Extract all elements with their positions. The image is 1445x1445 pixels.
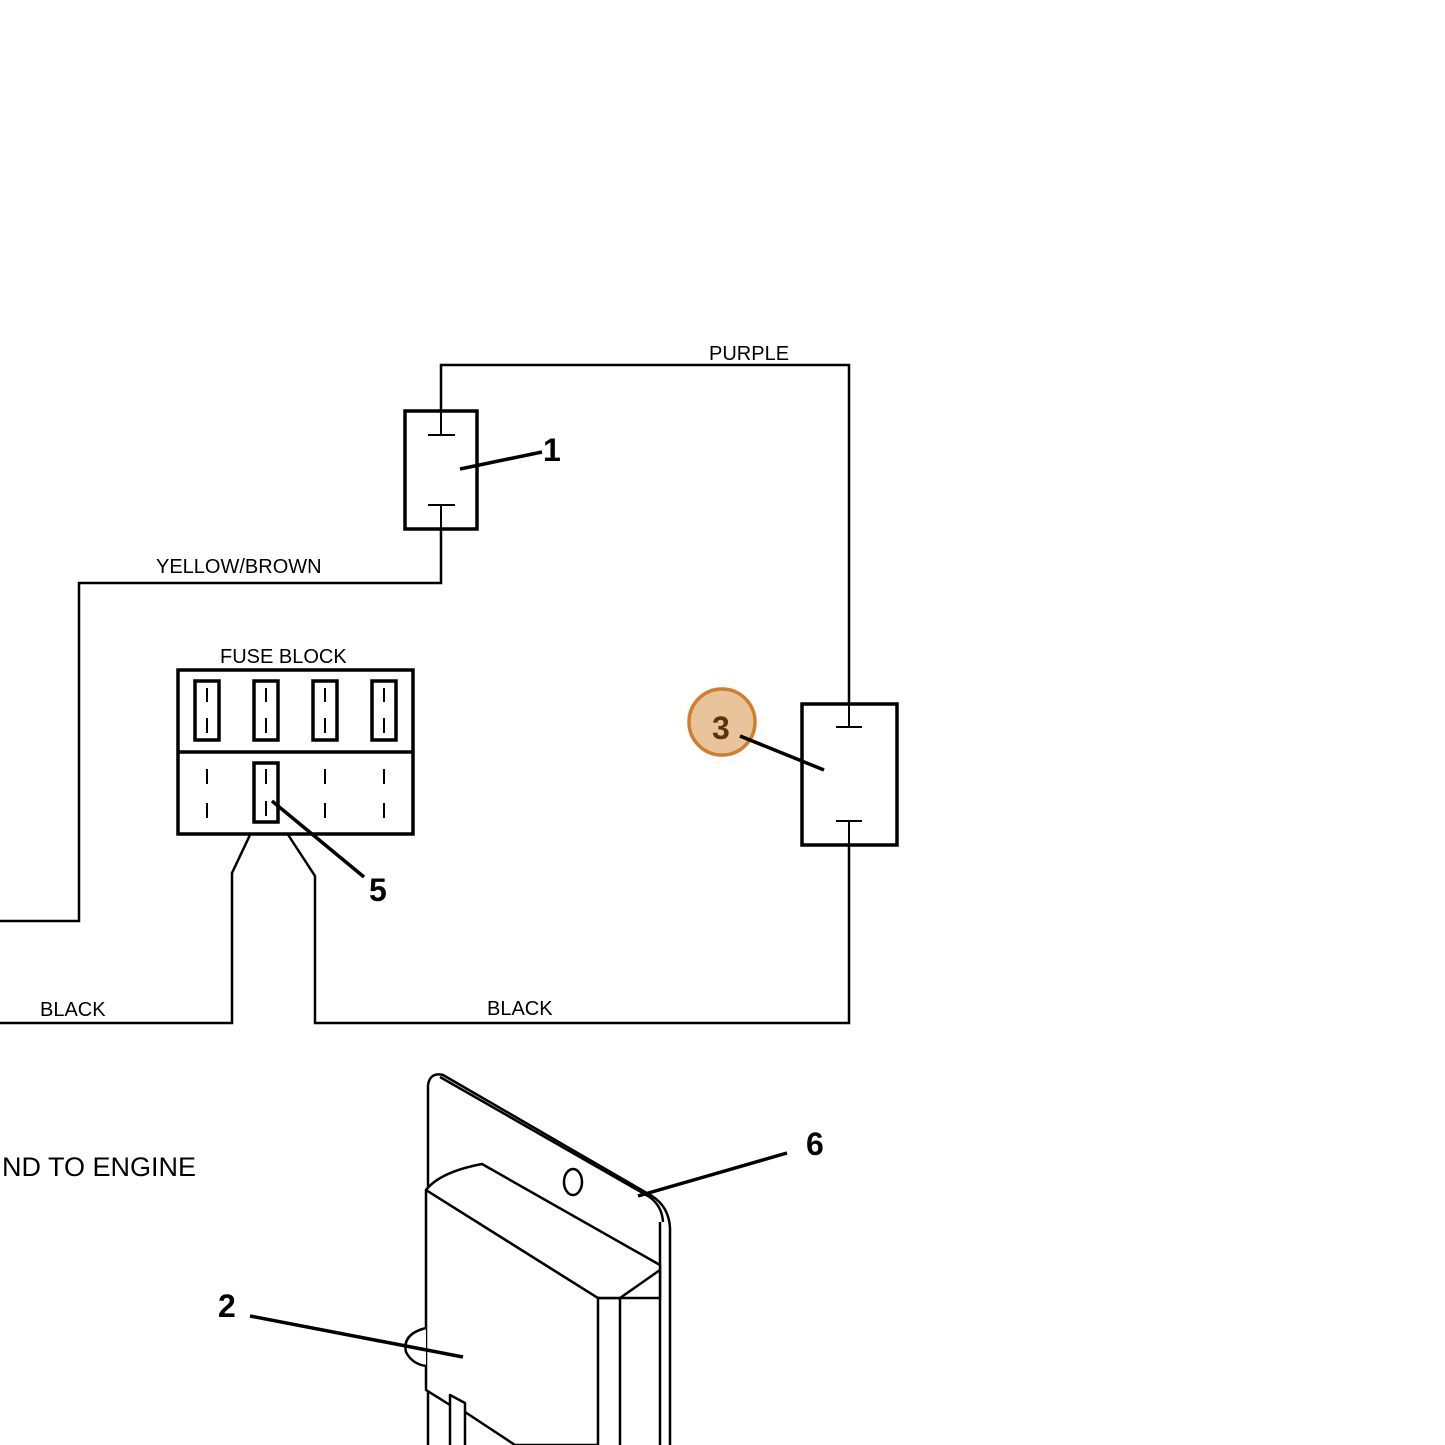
yellow-brown-wire-label: YELLOW/BROWN	[156, 556, 322, 578]
callout-6-leader	[637, 1151, 788, 1198]
callout-3: 3	[712, 710, 730, 746]
fuse-block-label: FUSE BLOCK	[220, 646, 347, 668]
callout-6: 6	[806, 1126, 824, 1162]
callout-1: 1	[543, 432, 561, 468]
callout-3-leader	[739, 734, 825, 772]
black-wire-left	[0, 800, 268, 1025]
callout-3-highlight[interactable]	[687, 687, 757, 757]
callout-2: 2	[218, 1288, 236, 1324]
component-2-module	[404, 1162, 662, 1445]
yellow-brown-wire	[0, 529, 443, 923]
component-3	[800, 702, 899, 847]
black-wire-left-label: BLACK	[40, 999, 106, 1021]
purple-wire	[439, 363, 851, 705]
ground-to-engine-label: ND TO ENGINE	[2, 1152, 196, 1182]
fuse-block	[176, 668, 415, 836]
black-wire-right-label: BLACK	[487, 998, 553, 1020]
callout-5-leader	[270, 799, 366, 879]
callout-2-leader	[249, 1314, 464, 1359]
callout-1-leader	[459, 450, 543, 471]
black-wire-right	[264, 800, 851, 1025]
purple-wire-label: PURPLE	[709, 343, 789, 365]
component-1	[403, 409, 479, 531]
callout-5: 5	[369, 872, 387, 908]
